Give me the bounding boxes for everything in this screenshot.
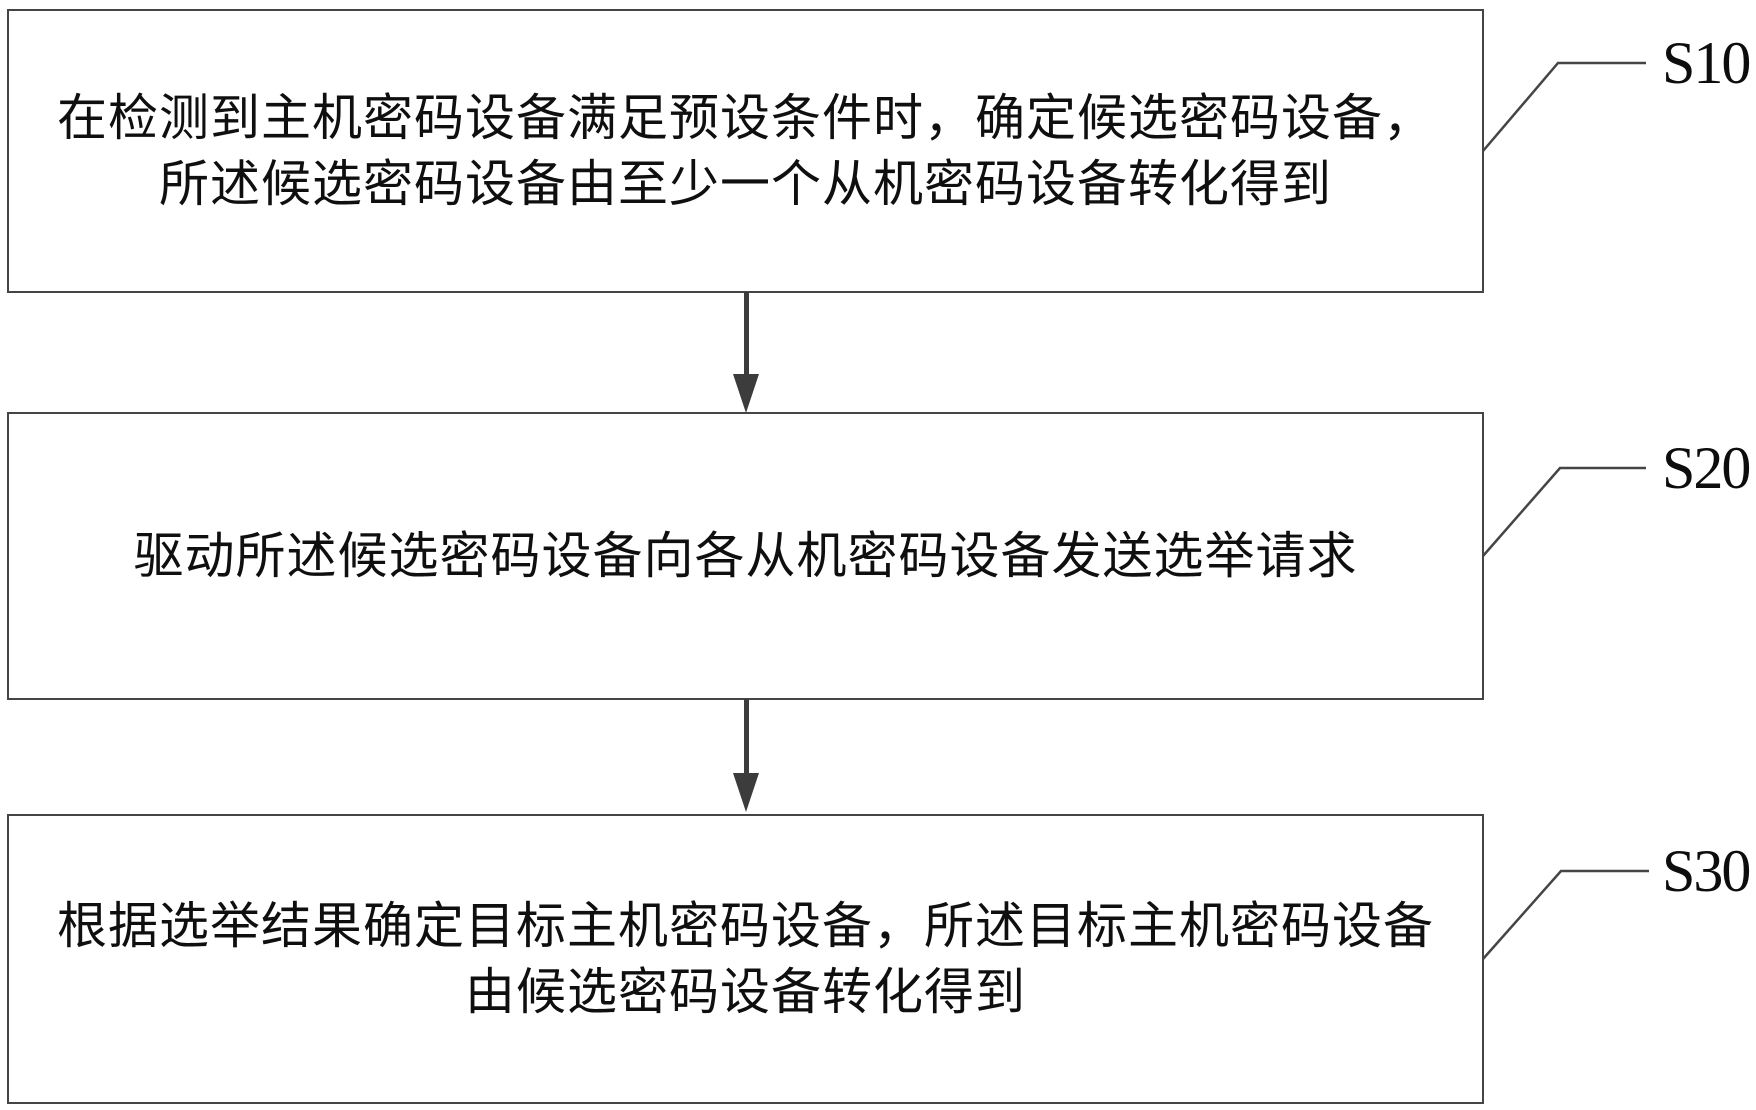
arrow-shaft [744, 292, 749, 375]
step-text-line: 由候选密码设备转化得到 [465, 964, 1026, 1020]
step-box-s30: 根据选举结果确定目标主机密码设备，所述目标主机密码设备 由候选密码设备转化得到 [7, 814, 1484, 1104]
step-text-line: 驱动所述候选密码设备向各从机密码设备发送选举请求 [133, 528, 1358, 584]
step-label-s30: S30 [1662, 837, 1751, 904]
step-label-s10: S10 [1662, 29, 1751, 96]
step-text-s10: 在检测到主机密码设备满足预设条件时，确定候选密码设备， 所述候选密码设备由至少一… [57, 85, 1434, 217]
down-arrow-icon [733, 374, 759, 413]
step-box-s10: 在检测到主机密码设备满足预设条件时，确定候选密码设备， 所述候选密码设备由至少一… [7, 9, 1484, 293]
step-text-line: 在检测到主机密码设备满足预设条件时，确定候选密码设备， [57, 90, 1434, 146]
leader-line-s30 [1482, 869, 1649, 960]
step-box-s20: 驱动所述候选密码设备向各从机密码设备发送选举请求 [7, 412, 1484, 700]
step-text-s30: 根据选举结果确定目标主机密码设备，所述目标主机密码设备 由候选密码设备转化得到 [57, 893, 1434, 1025]
arrow-shaft [744, 699, 749, 774]
down-arrow-icon [733, 773, 759, 812]
step-label-s20: S20 [1662, 434, 1751, 501]
step-text-line: 根据选举结果确定目标主机密码设备，所述目标主机密码设备 [57, 898, 1434, 954]
step-text-line: 所述候选密码设备由至少一个从机密码设备转化得到 [159, 156, 1332, 212]
step-text-s20: 驱动所述候选密码设备向各从机密码设备发送选举请求 [134, 523, 1358, 589]
leader-line-s20 [1482, 466, 1646, 557]
leader-line-s10 [1482, 61, 1646, 152]
